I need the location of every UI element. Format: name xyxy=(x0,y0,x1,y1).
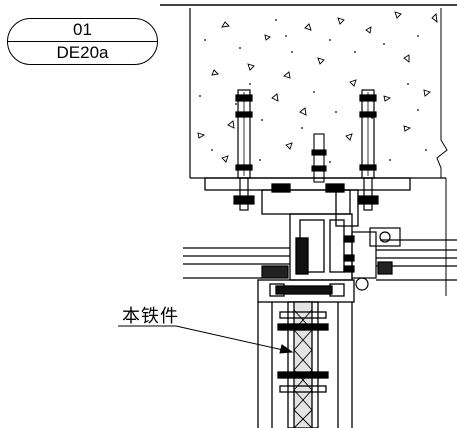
detail-number: 01 xyxy=(73,20,92,39)
glazing-right xyxy=(343,227,457,291)
detail-code: DE20a xyxy=(56,43,109,62)
anchor-bolt-center xyxy=(311,133,327,183)
callout-leader xyxy=(118,325,294,354)
callout-label: 本铁件 xyxy=(122,306,179,327)
anchor-bolt-left xyxy=(233,89,255,211)
anchor-bolt-right xyxy=(357,89,379,211)
detail-reference-badge: 01 DE20a xyxy=(7,18,158,65)
mullion-profile xyxy=(257,279,355,428)
transom-glass-left xyxy=(183,247,290,279)
badge-divider xyxy=(8,41,157,42)
concrete-slab xyxy=(189,8,448,179)
